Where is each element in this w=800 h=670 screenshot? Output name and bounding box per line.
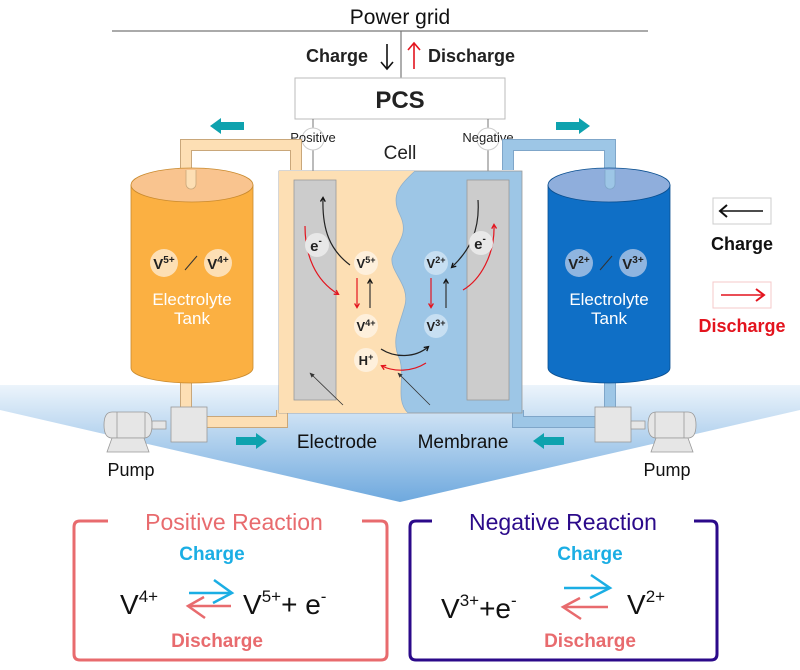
power-grid-title: Power grid bbox=[350, 6, 450, 29]
svg-text:V2+: V2+ bbox=[568, 255, 590, 273]
negative-reaction-discharge: Discharge bbox=[544, 631, 636, 652]
pump-right bbox=[594, 406, 697, 453]
svg-text:V5+: V5+ bbox=[153, 255, 175, 273]
positive-reaction-box: Positive Reaction Charge V4+ V5++ e- Dis… bbox=[72, 509, 389, 662]
negative-electrode bbox=[466, 179, 510, 401]
grid-charge-arrow-icon bbox=[380, 44, 394, 71]
legend-discharge-label: Discharge bbox=[698, 316, 785, 336]
flow-arrow-bottom-left-icon bbox=[236, 433, 267, 449]
membrane-label: Membrane bbox=[418, 432, 509, 453]
legend-charge-arrow-icon bbox=[718, 204, 763, 218]
positive-reaction-equilibrium-arrows-icon bbox=[185, 578, 235, 620]
flow-arrow-top-left-icon bbox=[210, 118, 244, 134]
flow-arrow-top-right-icon bbox=[556, 118, 590, 134]
negative-reaction-title: Negative Reaction bbox=[469, 509, 657, 535]
cell: e- e- V5+ V4+ V2+ V3+ H+ bbox=[278, 170, 523, 414]
negative-terminal bbox=[476, 127, 500, 151]
svg-text:V2+: V2+ bbox=[427, 255, 446, 271]
negative-reaction-right: V2+ bbox=[627, 587, 665, 620]
negative-tank-label-line2: Tank bbox=[591, 309, 627, 328]
positive-reaction-charge: Charge bbox=[179, 544, 244, 565]
negative-reaction-equilibrium-arrows-icon bbox=[560, 573, 613, 621]
pcs-box bbox=[294, 77, 506, 120]
positive-reaction-discharge: Discharge bbox=[171, 631, 263, 652]
positive-tank-label-line2: Tank bbox=[174, 309, 210, 328]
positive-tank-label-line1: Electrolyte bbox=[152, 290, 231, 309]
pump-right-label: Pump bbox=[643, 460, 690, 480]
cell-label: Cell bbox=[384, 143, 417, 164]
svg-text:V4+: V4+ bbox=[207, 255, 229, 273]
negative-reaction-box: Negative Reaction Charge V3++e- V2+ Disc… bbox=[408, 509, 719, 662]
legend: Charge Discharge bbox=[698, 197, 786, 336]
positive-reaction-right: V5++ e- bbox=[243, 587, 326, 620]
svg-text:V3+: V3+ bbox=[622, 255, 644, 273]
legend-discharge-arrow-icon bbox=[721, 288, 766, 302]
positive-reaction-title: Positive Reaction bbox=[145, 509, 323, 535]
svg-text:e-: e- bbox=[474, 234, 486, 253]
negative-tank-label-line1: Electrolyte bbox=[569, 290, 648, 309]
grid-discharge-arrow-icon bbox=[407, 41, 421, 69]
svg-text:e-: e- bbox=[310, 236, 322, 255]
pcs-label: PCS bbox=[375, 87, 424, 114]
svg-text:V4+: V4+ bbox=[357, 318, 376, 334]
negative-reaction-charge: Charge bbox=[557, 544, 622, 565]
negative-reaction-left: V3++e- bbox=[441, 591, 517, 624]
negative-pipes bbox=[502, 139, 616, 428]
grid-discharge-label: Discharge bbox=[428, 46, 515, 66]
svg-text:V5+: V5+ bbox=[357, 255, 376, 271]
electrode-label: Electrode bbox=[297, 432, 377, 453]
negative-electrolyte-tank: V2+ V3+ Electrolyte Tank bbox=[547, 167, 671, 384]
svg-text:V3+: V3+ bbox=[427, 318, 446, 334]
pump-left-label: Pump bbox=[107, 460, 154, 480]
flow-arrow-bottom-right-icon bbox=[533, 433, 564, 449]
membrane bbox=[391, 170, 416, 414]
pump-left bbox=[103, 406, 208, 453]
negative-terminal-label: Negative bbox=[462, 130, 513, 145]
grid-charge-label: Charge bbox=[306, 46, 368, 66]
positive-electrolyte-tank: V5+ V4+ Electrolyte Tank bbox=[130, 167, 254, 384]
legend-charge-label: Charge bbox=[711, 234, 773, 254]
svg-text:H+: H+ bbox=[359, 352, 374, 368]
positive-electrode bbox=[293, 179, 337, 401]
positive-reaction-left: V4+ bbox=[120, 587, 158, 620]
positive-pipes bbox=[180, 139, 302, 428]
